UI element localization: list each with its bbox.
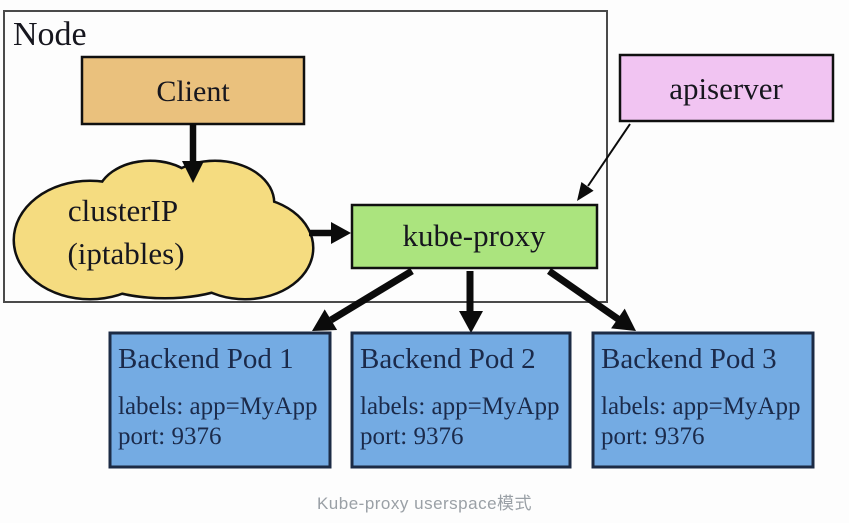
cloud-fill <box>15 162 312 298</box>
cluster-ip-label-line1: clusterIP <box>68 193 178 228</box>
backend-pod-1-port: port: 9376 <box>118 423 221 450</box>
cluster-ip-cloud <box>12 159 315 301</box>
backend-pod-2-labels: labels: app=MyApp <box>360 393 560 420</box>
backend-pod-2-port: port: 9376 <box>360 423 463 450</box>
backend-pod-3-box <box>591 331 815 469</box>
arrow-kubeproxy-to-pod1 <box>312 268 414 331</box>
backend-pod-1: Backend Pod 1 labels: app=MyApp port: 93… <box>108 331 332 469</box>
kube-proxy-box <box>350 203 599 270</box>
arrow-apiserver-to-kubeproxy <box>577 123 631 201</box>
diagram-caption: Kube-proxy userspace模式 <box>316 494 533 513</box>
backend-pod-3-port: port: 9376 <box>601 423 704 450</box>
backend-pod-1-title: Backend Pod 1 <box>118 343 294 375</box>
arrow-kubeproxy-to-pod2 <box>459 271 483 333</box>
backend-pod-3-title: Backend Pod 3 <box>601 343 777 375</box>
backend-pod-1-box <box>108 331 332 469</box>
client-box <box>80 55 306 126</box>
backend-pod-3-labels: labels: app=MyApp <box>601 393 801 420</box>
backend-pod-3: Backend Pod 3 labels: app=MyApp port: 93… <box>591 331 815 469</box>
apiserver-label: apiserver <box>669 71 783 106</box>
backend-pod-2: Backend Pod 2 labels: app=MyApp port: 93… <box>350 331 572 469</box>
node-label: Node <box>13 16 87 53</box>
arrow-kubeproxy-to-pod3 <box>547 268 636 331</box>
arrow-client-to-clusterip <box>182 124 204 183</box>
arrow-clusterip-to-kubeproxy <box>309 222 351 244</box>
backend-pod-2-title: Backend Pod 2 <box>360 343 536 375</box>
kube-proxy-label: kube-proxy <box>403 218 546 253</box>
cluster-ip-label-line2: (iptables) <box>67 236 184 271</box>
backend-pod-2-box <box>350 331 572 469</box>
client-label: Client <box>156 75 230 108</box>
backend-pod-1-labels: labels: app=MyApp <box>118 393 318 420</box>
apiserver-box <box>618 53 835 123</box>
